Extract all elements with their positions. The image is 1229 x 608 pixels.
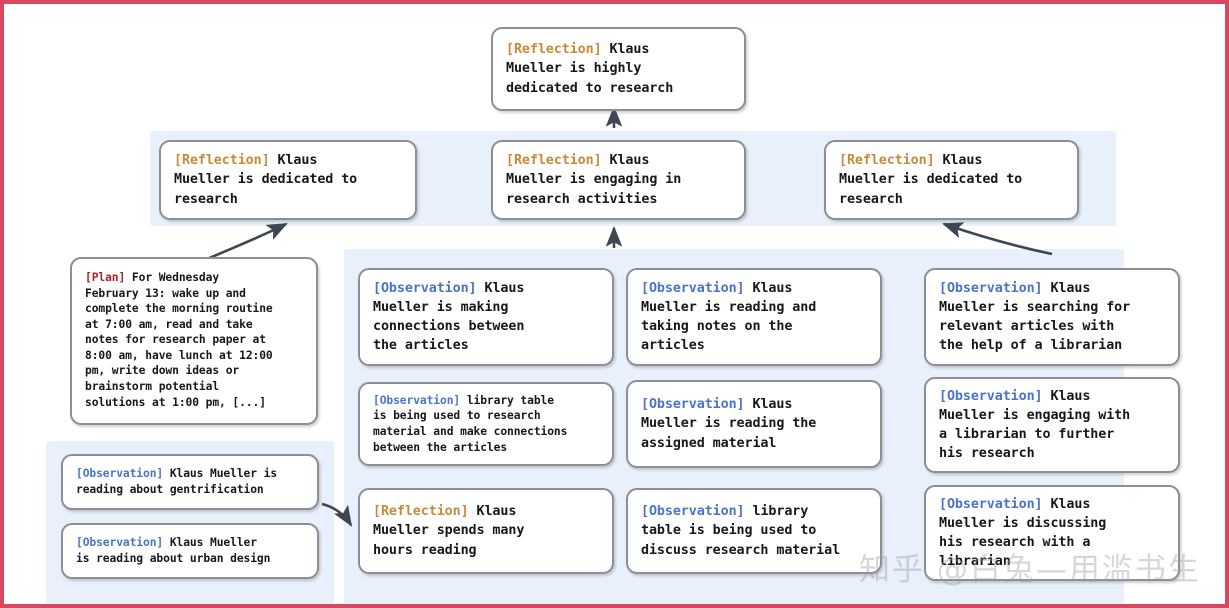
tag-observation: [Observation] [373, 280, 477, 296]
watermark: 知乎 @白兔—用滥书生 [859, 552, 1201, 588]
tag-reflection: [Reflection] [839, 153, 935, 169]
node-root-reflection[interactable]: [Reflection] Klaus Mueller is highly ded… [491, 27, 746, 111]
tag-observation: [Observation] [939, 388, 1043, 404]
node-body: Klaus Mueller is reading about gentrific… [76, 467, 278, 496]
node-obs-col2-assigned[interactable]: [Observation] Klaus Mueller is reading t… [626, 380, 882, 468]
node-obs-left-gentrification[interactable]: [Observation] Klaus Mueller is reading a… [61, 454, 319, 510]
node-body: Klaus Mueller is making connections betw… [373, 280, 525, 354]
node-body: Klaus Mueller is reading about urban des… [76, 536, 271, 565]
node-obs-left-urban[interactable]: [Observation] Klaus Mueller is reading a… [61, 523, 319, 579]
node-reflection-mid[interactable]: [Reflection] Klaus Mueller is engaging i… [491, 140, 746, 220]
node-obs-col3-engaging[interactable]: [Observation] Klaus Mueller is engaging … [924, 377, 1180, 473]
tag-reflection: [Reflection] [506, 42, 602, 58]
node-text: [Reflection] Klaus Mueller is highly ded… [506, 40, 731, 97]
tag-observation: [Observation] [373, 393, 461, 407]
tag-observation: [Observation] [641, 397, 745, 413]
node-body: Klaus Mueller is discussing his research… [939, 496, 1107, 570]
node-text: [Observation] Klaus Mueller is discussin… [939, 495, 1165, 571]
node-obs-col3-searching[interactable]: [Observation] Klaus Mueller is searching… [924, 268, 1180, 366]
node-obs-col2-discuss[interactable]: [Observation] library table is being use… [626, 488, 882, 574]
node-body: Klaus Mueller is reading and taking note… [641, 280, 817, 354]
node-text: [Observation] Klaus Mueller is reading t… [641, 395, 867, 452]
tag-observation: [Observation] [939, 496, 1043, 512]
node-body: Klaus Mueller is reading the assigned ma… [641, 397, 817, 451]
tag-plan: [Plan] [85, 271, 126, 284]
tag-reflection: [Reflection] [174, 153, 270, 169]
node-body: Klaus Mueller spends many hours reading [373, 504, 525, 558]
node-text: [Observation] Klaus Mueller is searching… [939, 279, 1165, 355]
node-body: library table is being used to discuss r… [641, 504, 841, 558]
node-reflection-left[interactable]: [Reflection] Klaus Mueller is dedicated … [159, 140, 417, 220]
node-text: [Reflection] Klaus Mueller spends many h… [373, 502, 599, 559]
node-obs-col1-connections[interactable]: [Observation] Klaus Mueller is making co… [358, 268, 614, 366]
node-body: Klaus Mueller is dedicated to research [174, 153, 358, 207]
node-text: [Observation] library table is being use… [373, 393, 599, 455]
tag-observation: [Observation] [641, 504, 745, 520]
node-obs-col1-table[interactable]: [Observation] library table is being use… [358, 382, 614, 466]
node-body: Klaus Mueller is searching for relevant … [939, 280, 1131, 354]
node-body: Klaus Mueller is dedicated to research [839, 153, 1023, 207]
node-text: [Observation] library table is being use… [641, 502, 867, 559]
node-text: [Observation] Klaus Mueller is reading a… [641, 279, 867, 355]
node-text: [Reflection] Klaus Mueller is dedicated … [174, 151, 402, 208]
tag-observation: [Observation] [76, 467, 164, 481]
node-body: Klaus Mueller is highly dedicated to res… [506, 42, 674, 96]
node-body: library table is being used to research … [373, 393, 568, 454]
node-text: [Observation] Klaus Mueller is engaging … [939, 387, 1165, 463]
tag-reflection: [Reflection] [373, 504, 469, 520]
node-text: [Reflection] Klaus Mueller is engaging i… [506, 151, 731, 208]
node-body: For Wednesday February 13: wake up and c… [85, 271, 273, 409]
node-text: [Reflection] Klaus Mueller is dedicated … [839, 151, 1064, 208]
node-body: Klaus Mueller is engaging in research ac… [506, 153, 682, 207]
node-obs-col3-discussing[interactable]: [Observation] Klaus Mueller is discussin… [924, 485, 1180, 581]
tag-reflection: [Reflection] [506, 153, 602, 169]
tag-observation: [Observation] [76, 536, 164, 550]
node-text: [Observation] Klaus Mueller is reading a… [76, 466, 304, 497]
node-text: [Plan] For Wednesday February 13: wake u… [85, 270, 303, 410]
node-reflection-right[interactable]: [Reflection] Klaus Mueller is dedicated … [824, 140, 1079, 220]
node-plan[interactable]: [Plan] For Wednesday February 13: wake u… [70, 257, 318, 425]
node-text: [Observation] Klaus Mueller is making co… [373, 279, 599, 355]
node-reflection-col1-hours[interactable]: [Reflection] Klaus Mueller spends many h… [358, 488, 614, 574]
node-obs-col2-notes[interactable]: [Observation] Klaus Mueller is reading a… [626, 268, 882, 366]
tag-observation: [Observation] [641, 280, 745, 296]
node-body: Klaus Mueller is engaging with a librari… [939, 388, 1131, 462]
node-text: [Observation] Klaus Mueller is reading a… [76, 535, 304, 566]
tag-observation: [Observation] [939, 280, 1043, 296]
